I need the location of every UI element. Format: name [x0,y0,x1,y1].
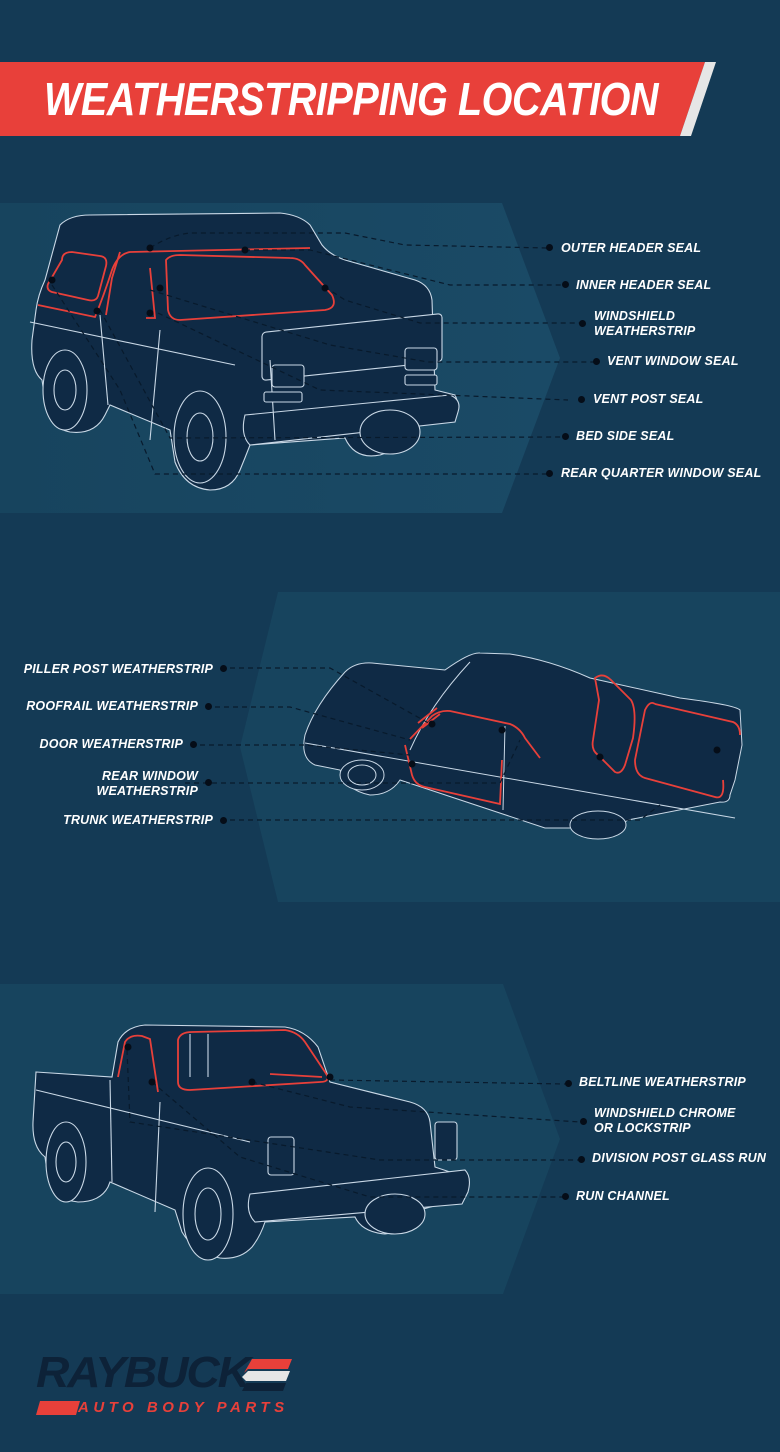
label-trunk-weatherstrip: TRUNK WEATHERSTRIP [63,813,213,827]
label-vent-window-seal: VENT WINDOW SEAL [607,354,739,368]
title-banner: WEATHERSTRIPPING LOCATION [0,62,780,136]
label-windshield-chrome-lockstrip: WINDSHIELD CHROME OR LOCKSTRIP [594,1106,736,1136]
banner-shape [0,62,716,136]
callout-dot [562,1193,569,1200]
diagram-panel-suv: OUTER HEADER SEAL INNER HEADER SEAL WIND… [0,200,780,516]
label-line-2: WEATHERSTRIP [96,784,198,798]
label-bed-side-seal: BED SIDE SEAL [576,429,675,443]
callout-dot [593,358,600,365]
callout-dot [220,665,227,672]
label-roofrail-weatherstrip: ROOFRAIL WEATHERSTRIP [26,699,198,713]
callout-dot [190,741,197,748]
label-inner-header-seal: INNER HEADER SEAL [576,278,712,292]
page-title: WEATHERSTRIPPING LOCATION [44,73,659,125]
suv-truck-illustration [29,212,597,491]
pickup-truck-illustration [32,1024,581,1261]
label-outer-header-seal: OUTER HEADER SEAL [561,241,702,255]
label-line-2: WEATHERSTRIP [594,324,696,338]
callout-dot [578,1156,585,1163]
label-rear-quarter-window-seal: REAR QUARTER WINDOW SEAL [561,466,762,480]
callout-dot [205,779,212,786]
label-vent-post-seal: VENT POST SEAL [593,392,704,406]
logo-stripes-icon [36,1359,292,1415]
label-door-weatherstrip: DOOR WEATHERSTRIP [39,737,183,751]
label-piller-post-weatherstrip: PILLER POST WEATHERSTRIP [23,662,213,676]
diagram-panel-sedan: PILLER POST WEATHERSTRIP ROOFRAIL WEATHE… [0,590,780,904]
label-line-1: REAR WINDOW [102,769,198,783]
callout-dot [562,281,569,288]
callout-dot [220,817,227,824]
diagram-panel-pickup: BELTLINE WEATHERSTRIP WINDSHIELD CHROME … [0,982,780,1296]
sedan-illustration [185,652,743,840]
label-line-2: OR LOCKSTRIP [594,1121,691,1135]
callout-dot [562,433,569,440]
label-run-channel: RUN CHANNEL [576,1189,670,1203]
callout-dot [579,320,586,327]
label-windshield-weatherstrip: WINDSHIELD WEATHERSTRIP [594,309,695,339]
callout-dot [578,396,585,403]
label-rear-window-weatherstrip: REAR WINDOW WEATHERSTRIP [97,769,198,799]
label-division-post-glass-run: DIVISION POST GLASS RUN [592,1151,767,1165]
label-line-1: WINDSHIELD [594,309,676,323]
logo-subtitle: AUTO BODY PARTS [78,1399,289,1416]
callout-dot [205,703,212,710]
callout-dot [565,1080,572,1087]
label-line-1: WINDSHIELD CHROME [594,1106,736,1120]
callout-dot [580,1118,587,1125]
raybuck-logo: RAYBUCK AUTO BODY PARTS [36,1349,296,1421]
logo-name: RAYBUCK [36,1348,251,1397]
callout-dot [546,470,553,477]
callout-dot [546,244,553,251]
label-beltline-weatherstrip: BELTLINE WEATHERSTRIP [579,1075,746,1089]
